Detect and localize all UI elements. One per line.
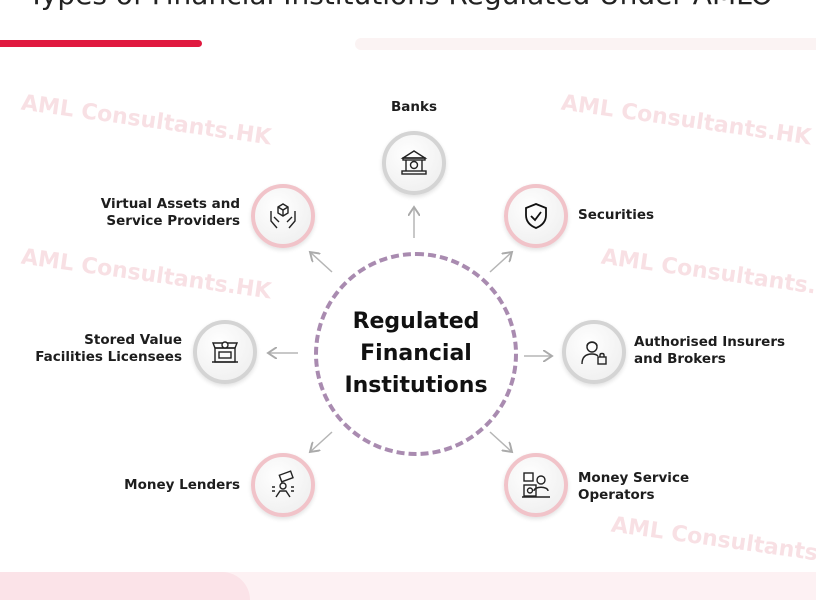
arrow-money-lenders — [310, 431, 333, 452]
label-line: Stored Value — [84, 332, 182, 348]
center-line: Regulated — [352, 309, 480, 334]
label-banks: Banks — [390, 99, 438, 115]
node-virtual-assets — [251, 184, 315, 248]
arrow-virtual-assets — [310, 252, 333, 273]
store-icon — [211, 341, 239, 363]
hand-money-icon — [272, 470, 294, 498]
shield-check-icon — [525, 203, 547, 229]
agent-lock-icon — [581, 341, 607, 365]
label-line: Money Service — [578, 470, 690, 486]
bank-icon — [400, 150, 428, 175]
hands-box-icon — [270, 203, 296, 229]
label-securities: Securities — [578, 207, 655, 223]
label-line: Service Providers — [106, 213, 240, 229]
title-underline — [0, 40, 202, 47]
label-line: Authorised Insurers — [634, 334, 786, 350]
footer-accent — [0, 572, 250, 600]
node-stored-value — [193, 320, 257, 384]
center-line: Institutions — [344, 373, 488, 398]
header-band — [355, 38, 816, 50]
cashier-icon — [522, 472, 550, 498]
node-securities — [504, 184, 568, 248]
node-insurers — [562, 320, 626, 384]
label-money-lenders: Money Lenders — [124, 477, 240, 493]
node-money-lenders — [251, 453, 315, 517]
arrow-money-service — [489, 431, 512, 452]
label-line: Operators — [578, 487, 655, 503]
label-line: Virtual Assets and — [100, 196, 240, 212]
node-money-service — [504, 453, 568, 517]
center-line: Financial — [360, 341, 472, 366]
label-line: Facilities Licensees — [35, 349, 182, 365]
node-banks — [382, 131, 446, 195]
arrow-securities — [489, 252, 512, 273]
page-title: Types of Financial Institutions Regulate… — [28, 0, 773, 11]
label-line: and Brokers — [634, 351, 726, 367]
